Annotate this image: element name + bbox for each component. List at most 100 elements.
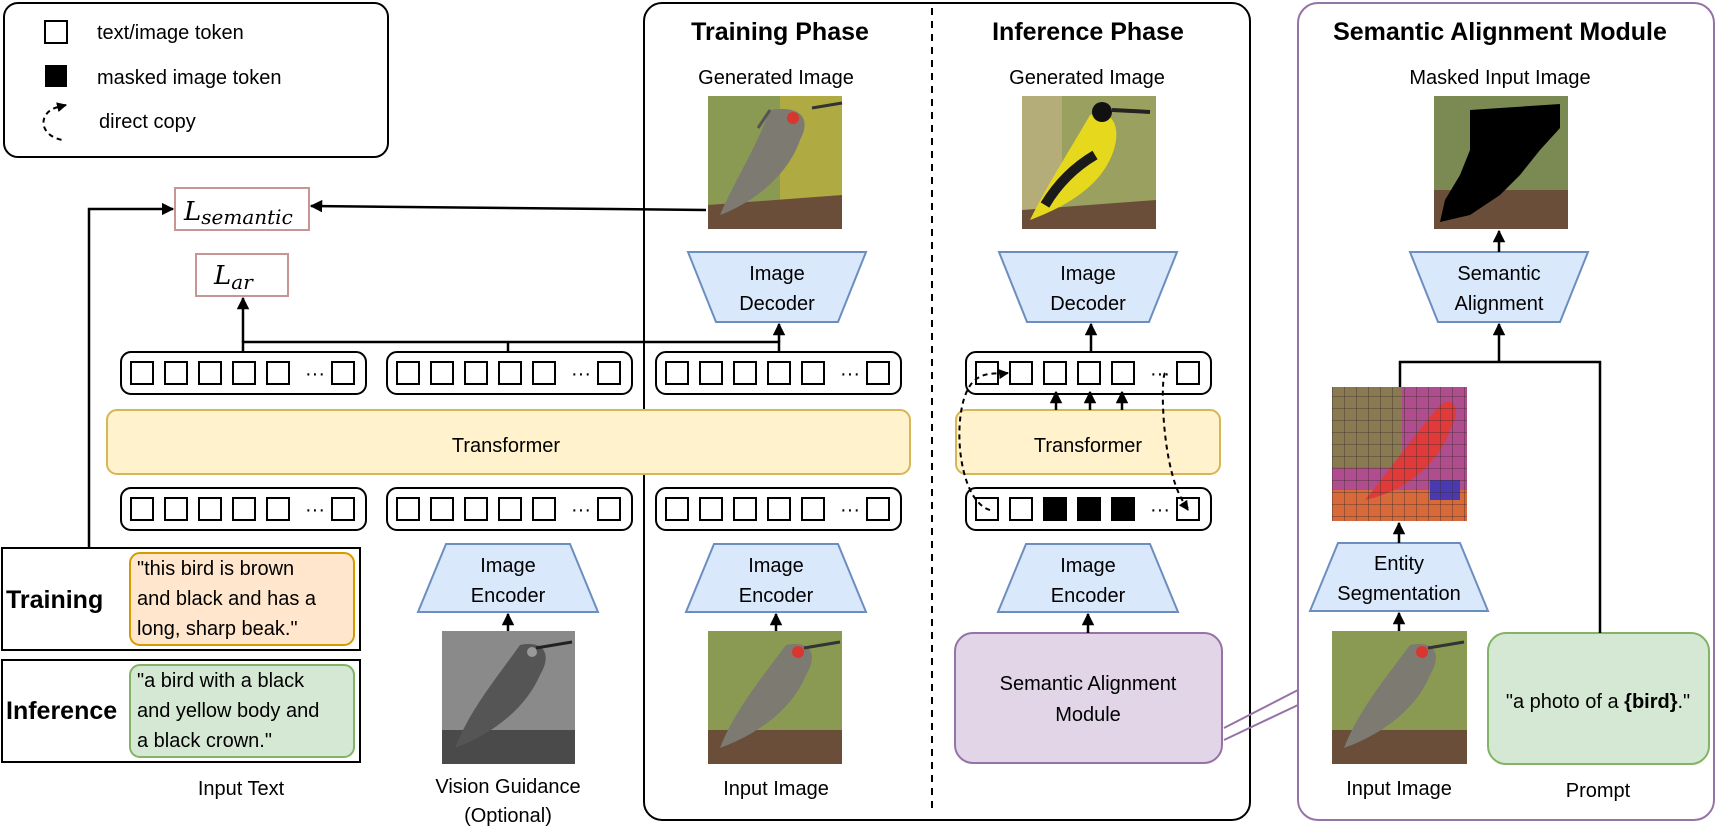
token: [232, 497, 256, 521]
sam-connector-lower: [1223, 700, 1299, 741]
token: [396, 361, 420, 385]
token-rows: ··· ··· ··· ··· ··· ··· ··· ···: [120, 351, 1212, 531]
svg-text:Transformer: Transformer: [452, 435, 561, 457]
direct-copy-arrows: [958, 372, 1189, 511]
left-transformer: Transformer: [106, 409, 911, 475]
svg-text:long, sharp beak.": long, sharp beak.": [137, 618, 298, 640]
token: [597, 361, 621, 385]
svg-text:Decoder: Decoder: [1050, 293, 1126, 315]
token-ellipsis: ···: [305, 363, 325, 385]
arrows: [87, 199, 1602, 633]
vision-guidance-image: [442, 631, 575, 764]
training-generated-image: [708, 96, 843, 229]
token: [733, 497, 757, 521]
token-row: ···: [655, 351, 902, 395]
svg-text:Transformer: Transformer: [1034, 435, 1143, 457]
token-ellipsis: ···: [571, 363, 591, 385]
token: [866, 361, 890, 385]
token: [331, 497, 355, 521]
token: [801, 497, 825, 521]
prompt-label: Prompt: [1566, 780, 1631, 802]
svg-text:Image: Image: [480, 555, 536, 577]
svg-text:Semantic Alignment: Semantic Alignment: [1000, 673, 1177, 695]
token: [430, 497, 454, 521]
prompt-box: "a photo of a {bird}.": [1487, 632, 1710, 765]
token-row: ···: [120, 351, 367, 395]
token: [266, 361, 290, 385]
token-row: ···: [965, 487, 1212, 531]
masked-token: [1043, 497, 1067, 521]
inference-image-encoder: Image Encoder: [996, 543, 1180, 613]
legend-label-masked: masked image token: [97, 67, 282, 89]
sam-connector-upper: [1223, 689, 1299, 729]
input-text-label: Input Text: [198, 778, 285, 800]
loss-semantic: Lsemantic: [174, 187, 310, 231]
svg-text:a black crown.": a black crown.": [137, 730, 272, 752]
sam-masked-label: Masked Input Image: [1409, 67, 1590, 89]
svg-text:and yellow body and: and yellow body and: [137, 700, 319, 722]
inference-phase-title: Inference Phase: [992, 18, 1184, 46]
training-phase-title: Training Phase: [691, 18, 869, 46]
training-input-label: Input Image: [723, 778, 829, 800]
token-row: ···: [120, 487, 367, 531]
inference-generated-image: [1022, 96, 1156, 229]
inference-caption-box: Inference "a bird with a black and yello…: [1, 659, 361, 763]
entity-segmentation-block: Entity Segmentation: [1308, 542, 1490, 612]
masked-input-image: [1434, 96, 1568, 229]
token: [1077, 361, 1101, 385]
svg-text:"this bird is brown: "this bird is brown: [137, 558, 294, 580]
token: [498, 497, 522, 521]
token-row: ···: [386, 487, 633, 531]
masked-token: [1111, 497, 1135, 521]
svg-text:Entity: Entity: [1374, 553, 1424, 575]
svg-text:Encoder: Encoder: [1051, 585, 1126, 607]
svg-text:Module: Module: [1055, 704, 1121, 726]
token: [130, 361, 154, 385]
token-ellipsis: ···: [1150, 363, 1170, 385]
token: [130, 497, 154, 521]
token: [532, 497, 556, 521]
svg-text:Image: Image: [749, 263, 805, 285]
svg-text:Encoder: Encoder: [471, 585, 546, 607]
svg-text:Lar: Lar: [213, 261, 254, 294]
legend: text/image token masked image token dire…: [3, 2, 389, 158]
svg-text:Alignment: Alignment: [1455, 293, 1544, 315]
token-ellipsis: ···: [1150, 499, 1170, 521]
sam-input-label: Input Image: [1346, 778, 1452, 800]
token: [699, 497, 723, 521]
token-ellipsis: ···: [571, 499, 591, 521]
semantic-alignment-module-block: Semantic Alignment Module: [954, 632, 1223, 764]
segmentation-image: [1332, 387, 1467, 521]
inference-image-decoder: Image Decoder: [997, 251, 1179, 323]
vision-guidance-optional: (Optional): [464, 805, 552, 827]
legend-label-token: text/image token: [97, 22, 244, 44]
svg-text:Image: Image: [748, 555, 804, 577]
svg-text:Image: Image: [1060, 263, 1116, 285]
training-input-image: [708, 631, 842, 764]
training-image-encoder: Image Encoder: [684, 543, 868, 613]
vision-image-encoder: Image Encoder: [416, 543, 600, 613]
sam-title: Semantic Alignment Module: [1333, 18, 1667, 46]
inference-generated-label: Generated Image: [1009, 67, 1165, 89]
legend-label-copy: direct copy: [99, 111, 196, 133]
svg-text:Image: Image: [1060, 555, 1116, 577]
token: [464, 497, 488, 521]
black-square-icon: [45, 65, 67, 87]
token: [232, 361, 256, 385]
token: [164, 497, 188, 521]
svg-text:Semantic: Semantic: [1457, 263, 1540, 285]
token: [1009, 361, 1033, 385]
svg-text:Decoder: Decoder: [739, 293, 815, 315]
token: [1111, 361, 1135, 385]
token-ellipsis: ···: [840, 363, 860, 385]
svg-text:Encoder: Encoder: [739, 585, 814, 607]
loss-ar: Lar: [195, 253, 289, 297]
svg-text:Inference: Inference: [6, 697, 117, 725]
white-square-icon: [44, 20, 68, 44]
masked-token: [1077, 497, 1101, 521]
token-ellipsis: ···: [840, 499, 860, 521]
token-row: ···: [655, 487, 902, 531]
svg-text:and black and has a: and black and has a: [137, 588, 317, 610]
token: [597, 497, 621, 521]
token: [801, 361, 825, 385]
